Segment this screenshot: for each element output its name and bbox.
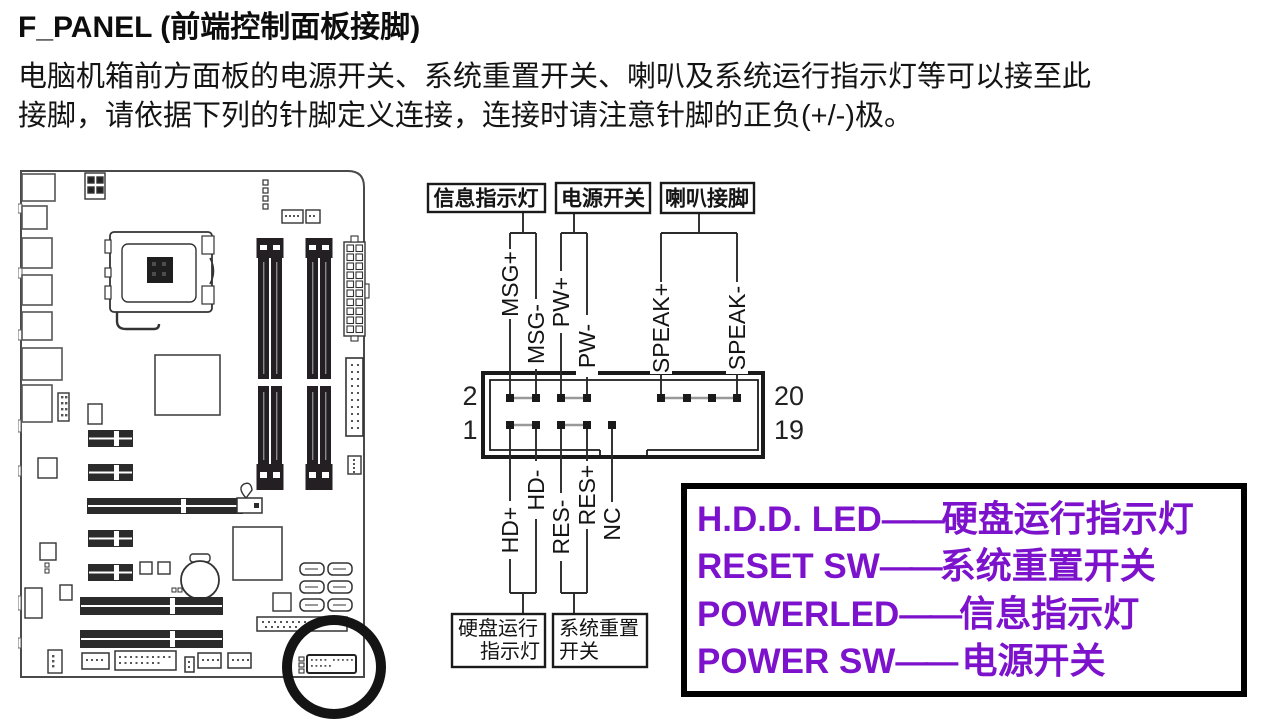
bottom-headers (81, 650, 252, 673)
label-masks (499, 249, 748, 561)
fpanel-highlight-circle (282, 615, 386, 719)
pcie-x1-slots (88, 430, 133, 581)
pin-label-res-plus: RES+ (574, 465, 600, 526)
fpanel-pinout-diagram: MSG+ MSG- PW+ PW- SPEAK+ SPEAK- HD+ HD- … (426, 181, 804, 669)
io-edge-stubs (18, 203, 23, 649)
cpu-socket (104, 231, 215, 331)
legend-reset-sw-en: RESET SW (697, 547, 880, 587)
legend-hdd-led-cn: 硬盘运行指示灯 (941, 497, 1194, 539)
ide-connector (345, 357, 364, 475)
jumper-column (262, 179, 269, 210)
cmos-battery (180, 553, 220, 600)
legend-power-sw-dash: —— (895, 643, 962, 681)
legend-power-led-en: POWERLED (697, 594, 900, 634)
fpanel-connector-body (481, 371, 765, 459)
label-speaker: 喇叭接脚 (665, 188, 749, 211)
label-power-led: 信息指示灯 (434, 187, 539, 211)
legend-reset-sw-cn: 系统重置开关 (939, 545, 1156, 587)
fpanel-header (298, 654, 357, 674)
legend-reset-sw-dash: —— (879, 548, 943, 586)
connector-pins (506, 394, 741, 429)
pin-number-20: 20 (774, 381, 804, 411)
pcie-x16-slot (87, 482, 263, 514)
legend-hdd-led-dash: —— (881, 500, 945, 538)
legend-power-led-dash: —— (899, 595, 962, 633)
legend-row-power-sw: POWER SW—— 电源开关 (697, 640, 1241, 682)
pin-number-19: 19 (774, 415, 804, 445)
fan-headers (281, 209, 321, 224)
pin-label-pw-plus: PW+ (548, 277, 574, 327)
northbridge-chip (154, 354, 221, 416)
pin-label-nc: NC (599, 507, 625, 540)
label-reset-line2: 开关 (559, 640, 599, 663)
pin-label-pw-minus: PW- (574, 324, 600, 368)
pin-label-res-minus: RES- (548, 500, 574, 555)
pin-group-buses (510, 396, 737, 427)
page-title: F_PANEL (前端控制面板接脚) (18, 11, 421, 44)
legend-power-sw-en: POWER SW (697, 642, 896, 682)
dimm-slots (256, 238, 333, 490)
label-hdd-led-line2: 指示灯 (480, 640, 540, 663)
pin-number-2: 2 (462, 381, 477, 411)
sata-ports (299, 562, 353, 612)
motherboard-diagram (18, 170, 386, 719)
legend-row-reset-sw: RESET SW——系统重置开关 (697, 545, 1241, 587)
atx24-power-connector (343, 235, 370, 342)
pin-number-1: 1 (462, 415, 477, 445)
label-hdd-led-line1: 硬盘运行 (458, 617, 538, 640)
label-power-switch: 电源开关 (561, 187, 645, 211)
pin-label-msg-plus: MSG+ (497, 251, 523, 317)
legend-box: H.D.D. LED——硬盘运行指示灯 RESET SW——系统重置开关 POW… (681, 483, 1247, 697)
pin-label-speak-minus: SPEAK- (724, 286, 750, 370)
legend-power-sw-cn: 电源开关 (961, 640, 1106, 682)
description-line-2: 接脚，请依据下列的针脚定义连接，连接时请注意针脚的正负(+/-)极。 (18, 100, 913, 132)
misc-components (24, 392, 292, 674)
pin-label-hd-minus: HD- (523, 470, 549, 511)
description-line-1: 电脑机箱前方面板的电源开关、系统重置开关、喇叭及系统运行指示灯等可以接至此 (18, 61, 1092, 93)
legend-power-led-cn: 信息指示灯 (959, 592, 1140, 634)
pin-label-msg-minus: MSG- (523, 304, 549, 364)
top-label-boxes: 信息指示灯 电源开关 喇叭接脚 (426, 181, 756, 215)
description-paragraph: 电脑机箱前方面板的电源开关、系统重置开关、喇叭及系统运行指示灯等可以接至此 接脚… (18, 58, 1091, 136)
legend-row-hdd-led: H.D.D. LED——硬盘运行指示灯 (697, 497, 1241, 539)
label-reset-line1: 系统重置 (559, 617, 639, 640)
atx12v-connector (84, 172, 106, 200)
southbridge-chip (232, 526, 283, 581)
bottom-label-boxes: 硬盘运行 指示灯 系统重置 开关 (450, 612, 649, 669)
legend-row-power-led: POWERLED——信息指示灯 (697, 592, 1241, 634)
pci-slots (80, 597, 223, 648)
legend-hdd-led-en: H.D.D. LED (697, 499, 882, 539)
pin-label-speak-plus: SPEAK+ (648, 283, 674, 373)
rear-io-ports (21, 173, 63, 423)
socket-lever (115, 312, 161, 331)
pin-label-hd-plus: HD+ (497, 507, 523, 554)
